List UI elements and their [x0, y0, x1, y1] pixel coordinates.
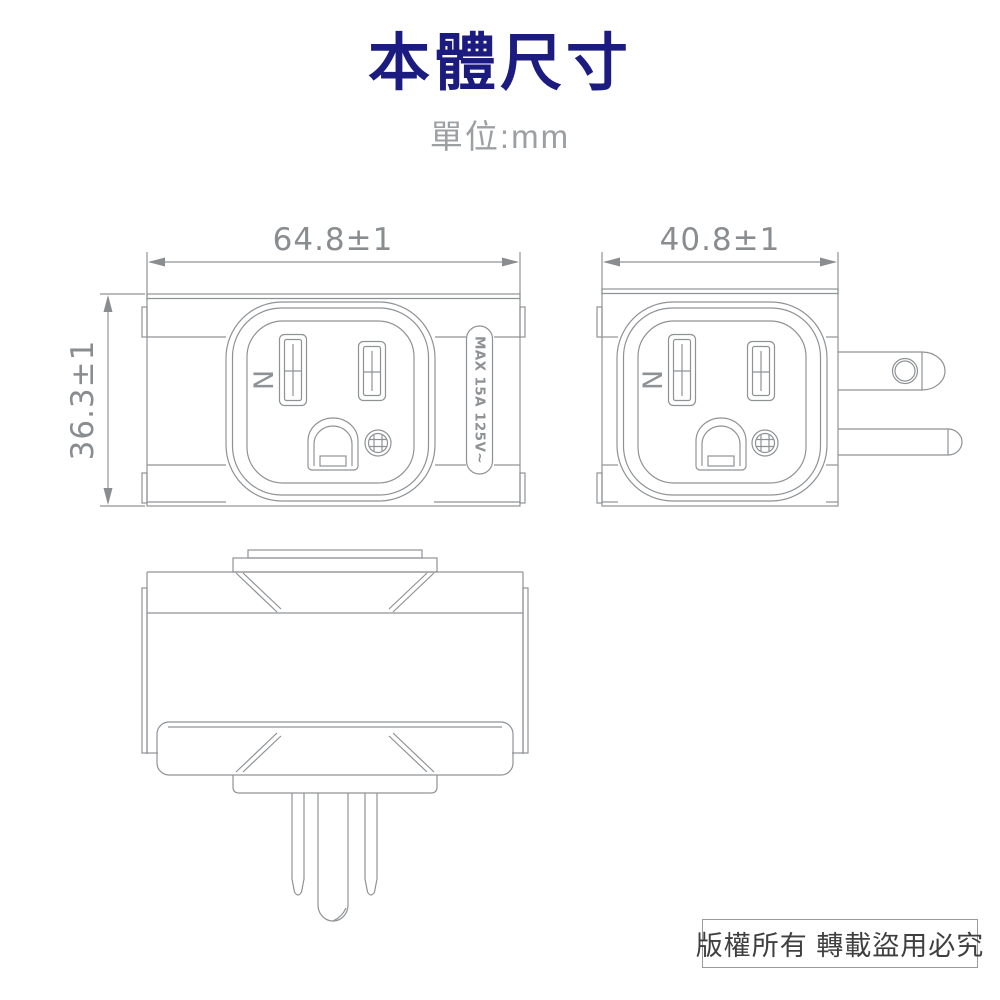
front-left-bottom-tab — [141, 472, 148, 504]
right-flat-blade — [364, 793, 378, 896]
bottom-left-side-tab — [141, 587, 148, 754]
front-screw-icon — [364, 429, 392, 457]
copyright-box: 版權所有 轉載盜用必究 — [696, 919, 983, 968]
front-width-label: 64.8±1 — [273, 222, 394, 258]
front-neutral-slot — [278, 333, 308, 407]
copyright-text: 版權所有 轉載盜用必究 — [695, 931, 985, 961]
side-left-bottom-tab — [596, 472, 603, 504]
side-ground-hole — [695, 417, 747, 471]
bottom-plug-prongs — [291, 793, 378, 922]
front-height-dimension: 36.3±1 — [65, 293, 145, 507]
front-rating-label: MAX 15A 125V~ — [472, 336, 488, 464]
side-left-top-tab — [596, 306, 603, 338]
side-screw-icon — [751, 429, 779, 457]
side-width-label: 40.8±1 — [660, 222, 781, 258]
bottom-body — [141, 549, 529, 794]
front-left-top-tab — [141, 306, 148, 338]
round-ground-prong — [838, 428, 963, 456]
left-flat-blade — [291, 793, 305, 896]
side-body — [596, 288, 839, 507]
front-right-top-tab — [519, 306, 526, 338]
front-neutral-letter: N — [247, 370, 278, 390]
side-hot-slot — [746, 340, 776, 402]
side-neutral-slot — [667, 333, 697, 407]
bottom-view — [141, 549, 529, 922]
unit-subtitle: 單位:mm — [429, 118, 571, 156]
side-neutral-letter: N — [636, 370, 667, 390]
front-right-bottom-tab — [519, 472, 526, 504]
header: 本體尺寸 單位:mm — [0, 0, 1000, 158]
front-height-label: 36.3±1 — [65, 340, 101, 461]
bottom-right-side-tab — [522, 587, 529, 754]
flat-blade-prong — [838, 351, 946, 391]
front-outlet-face: N MAX — [225, 301, 494, 502]
front-hot-slot — [357, 340, 387, 402]
side-plug-prongs — [838, 351, 963, 456]
side-outlet-face: N — [616, 301, 828, 502]
side-width-dimension: 40.8±1 — [601, 222, 839, 295]
front-view: 64.8±1 36.3±1 — [65, 222, 526, 507]
center-ground-pin — [317, 793, 349, 922]
front-width-dimension: 64.8±1 — [146, 222, 521, 300]
side-view: 40.8±1 — [596, 222, 963, 507]
front-ground-hole — [307, 417, 359, 471]
front-body — [141, 293, 526, 507]
page-title: 本體尺寸 — [367, 29, 632, 98]
front-rating-pill: MAX 15A 125V~ — [465, 325, 494, 475]
